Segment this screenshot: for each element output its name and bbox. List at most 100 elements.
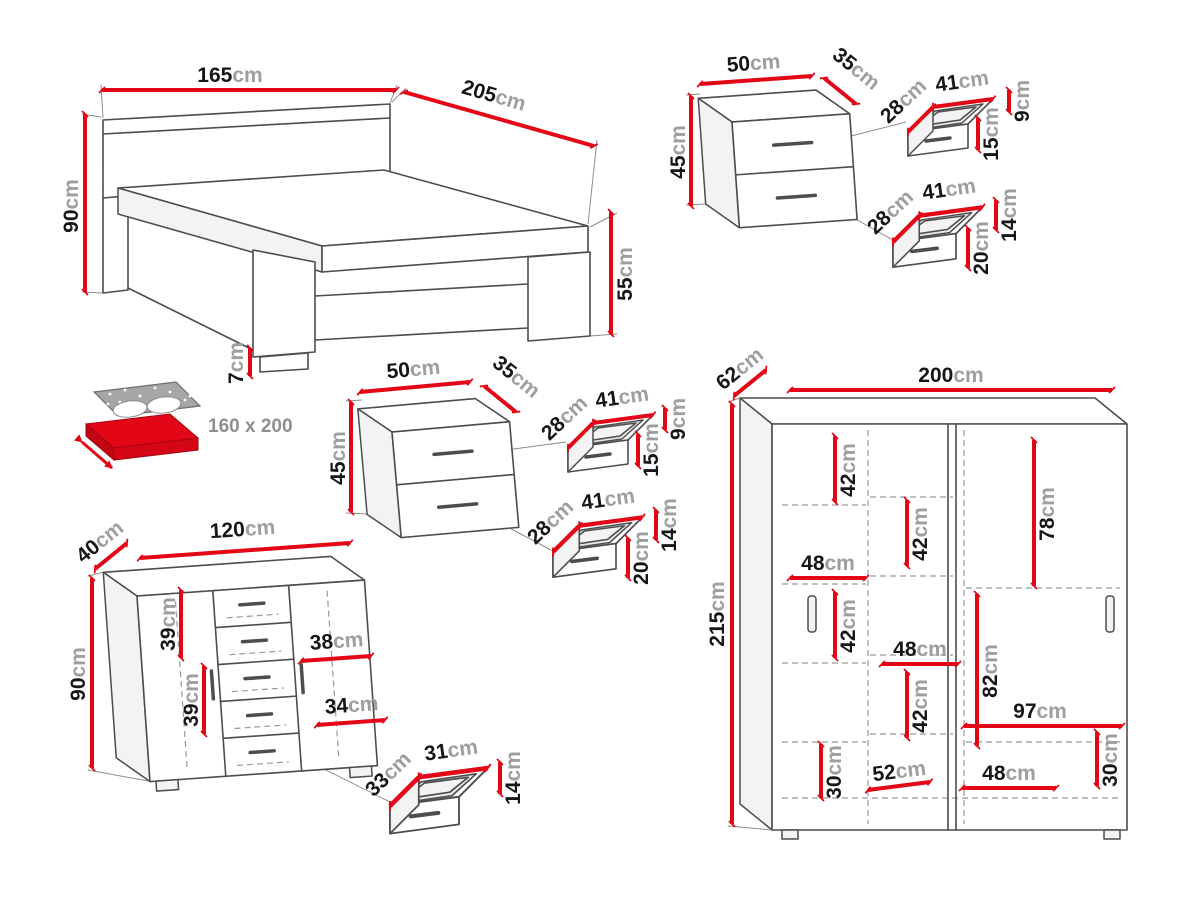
dresser-shelf-a-dimension: 39cm [157, 586, 185, 662]
dresser-drawer-width-label: 31cm [423, 735, 479, 765]
icon-mattress-front [113, 437, 199, 461]
nightstand-b-sd-side-dimension: 9cm [661, 398, 690, 440]
wardrobe-inner-7-dimension: 82cm [973, 590, 1002, 750]
wardrobe-inner-12-dimension: 30cm [1093, 728, 1122, 790]
bed-foot-left [252, 249, 316, 358]
svg-text:78cm: 78cm [1036, 487, 1059, 541]
svg-text:42cm: 42cm [837, 599, 860, 653]
svg-text:30cm: 30cm [1099, 733, 1122, 787]
wardrobe-inner-1-dimension: 42cm [903, 496, 932, 570]
dresser-drawer-height-dimension: 14cm [496, 751, 525, 805]
bed-length-dimension: 205cm [399, 76, 599, 149]
bed-headboard-height-label: 90cm [60, 179, 83, 233]
svg-text:39cm: 39cm [180, 673, 203, 727]
mattress-size-icon: 160 x 200 [74, 381, 293, 470]
wardrobe-handle-left [807, 595, 817, 633]
svg-text:45cm: 45cm [667, 125, 690, 179]
dresser-diagram: 40cm 120cm 90cm 39cm 38cm 39cm 34cm 33cm… [67, 516, 525, 834]
wardrobe-inner-2-dimension: 48cm [786, 552, 870, 582]
svg-text:200cm: 200cm [918, 364, 983, 387]
svg-text:15cm: 15cm [980, 107, 1003, 161]
nightstand-a-width-dimension: 50cm [696, 50, 816, 88]
svg-text:14cm: 14cm [658, 498, 681, 552]
nightstand-a-diagram: 50cm 35cm 45cm 28cm 41cm 9cm 15cm 28cm 4… [667, 43, 1034, 275]
svg-text:82cm: 82cm [979, 644, 1002, 698]
svg-text:45cm: 45cm [327, 431, 350, 485]
svg-text:38cm: 38cm [309, 628, 364, 655]
bed-leg-height-label: 7cm [225, 342, 248, 384]
svg-text:50cm: 50cm [726, 50, 781, 77]
nightstand-a-height-dimension: 45cm [667, 92, 695, 210]
nightstand-a-body [696, 86, 859, 232]
wardrobe-inner-11-dimension: 48cm [958, 762, 1060, 792]
dresser-drawer-handles [238, 601, 276, 755]
wardrobe-top-face [739, 397, 1128, 425]
nightstand-b-height-dimension: 45cm [327, 398, 355, 516]
svg-text:9cm: 9cm [667, 398, 690, 440]
dresser-shelf-d-dimension: 34cm [313, 692, 389, 729]
wardrobe-height-dimension: 215cm [706, 400, 736, 828]
wardrobe-inner-10-dimension: 52cm [864, 757, 934, 794]
svg-text:34cm: 34cm [324, 692, 379, 719]
svg-text:39cm: 39cm [157, 597, 180, 651]
dresser-width-dimension: 120cm [136, 516, 354, 562]
dresser-drawer [390, 768, 488, 834]
icon-size-arrow [74, 434, 113, 470]
icon-pillow-right [146, 396, 182, 414]
wardrobe-depth-dimension: 62cm [712, 343, 768, 401]
wardrobe-front-face [771, 423, 1128, 831]
wardrobe-inner-6-dimension: 78cm [1030, 436, 1059, 590]
nightstand-b-diagram: 50cm 35cm 45cm 28cm 41cm 9cm 15cm 28cm 4… [327, 351, 690, 585]
svg-text:48cm: 48cm [801, 552, 855, 575]
svg-text:52cm: 52cm [871, 757, 927, 786]
dresser-depth-dimension: 40cm [72, 516, 129, 574]
svg-text:15cm: 15cm [640, 423, 663, 477]
dresser-shelf-b-dimension: 38cm [297, 628, 375, 665]
nightstand-a-ld-side-dimension: 14cm [992, 188, 1021, 242]
svg-text:30cm: 30cm [823, 745, 846, 799]
bed-headboard-height-dimension: 90cm [60, 110, 89, 296]
nightstand-b-body [356, 394, 521, 543]
svg-text:14cm: 14cm [502, 751, 525, 805]
nightstand-a-depth-dimension: 35cm [819, 43, 884, 106]
bed-extension-lines [81, 84, 618, 337]
wardrobe-inner-5-dimension: 42cm [903, 668, 932, 742]
mattress-size-note: 160 x 200 [208, 416, 293, 437]
svg-text:50cm: 50cm [386, 356, 442, 384]
svg-text:42cm: 42cm [909, 679, 932, 733]
svg-text:20cm: 20cm [630, 531, 653, 585]
nightstand-a-ld-front-dimension: 20cm [964, 221, 993, 275]
dresser-shelf-c-dimension: 39cm [180, 662, 208, 738]
svg-text:62cm: 62cm [712, 343, 768, 395]
svg-text:97cm: 97cm [1013, 700, 1067, 723]
wardrobe-inner-4-dimension: 48cm [878, 638, 962, 668]
nightstand-b-sd-front-dimension: 15cm [634, 423, 663, 477]
svg-text:9cm: 9cm [1011, 80, 1034, 122]
wardrobe-handle-right [1105, 595, 1115, 633]
svg-text:14cm: 14cm [998, 188, 1021, 242]
svg-text:40cm: 40cm [72, 516, 128, 568]
bed-width-label: 165cm [197, 64, 262, 87]
wardrobe-inner-8-dimension: 97cm [960, 700, 1126, 730]
wardrobe-interior-lines [782, 430, 1120, 824]
bed-width-dimension: 165cm [98, 64, 400, 94]
wardrobe-left-face [739, 397, 773, 831]
svg-text:120cm: 120cm [209, 516, 276, 544]
svg-text:42cm: 42cm [909, 507, 932, 561]
wardrobe-foot-right [1103, 829, 1121, 840]
nightstand-b-ld-side-dimension: 14cm [652, 498, 681, 552]
nightstand-b-width-dimension: 50cm [356, 356, 474, 396]
bed-foot-height-dimension: 55cm [607, 208, 637, 338]
bed-leg-height-dimension: 7cm [225, 342, 254, 384]
svg-text:90cm: 90cm [67, 647, 90, 701]
nightstand-b-ld-front-dimension: 20cm [624, 531, 653, 585]
svg-text:20cm: 20cm [970, 221, 993, 275]
svg-text:48cm: 48cm [893, 638, 947, 661]
nightstand-b-ld-width-label: 41cm [580, 484, 636, 514]
nightstand-a-sd-front-dimension: 15cm [974, 107, 1003, 161]
wardrobe-inner-9-dimension: 30cm [817, 740, 846, 802]
wardrobe-diagram: 62cm 200cm 215cm 42cm 42cm 48cm 42cm 48 [706, 343, 1128, 840]
wardrobe-inner-3-dimension: 42cm [831, 588, 860, 662]
